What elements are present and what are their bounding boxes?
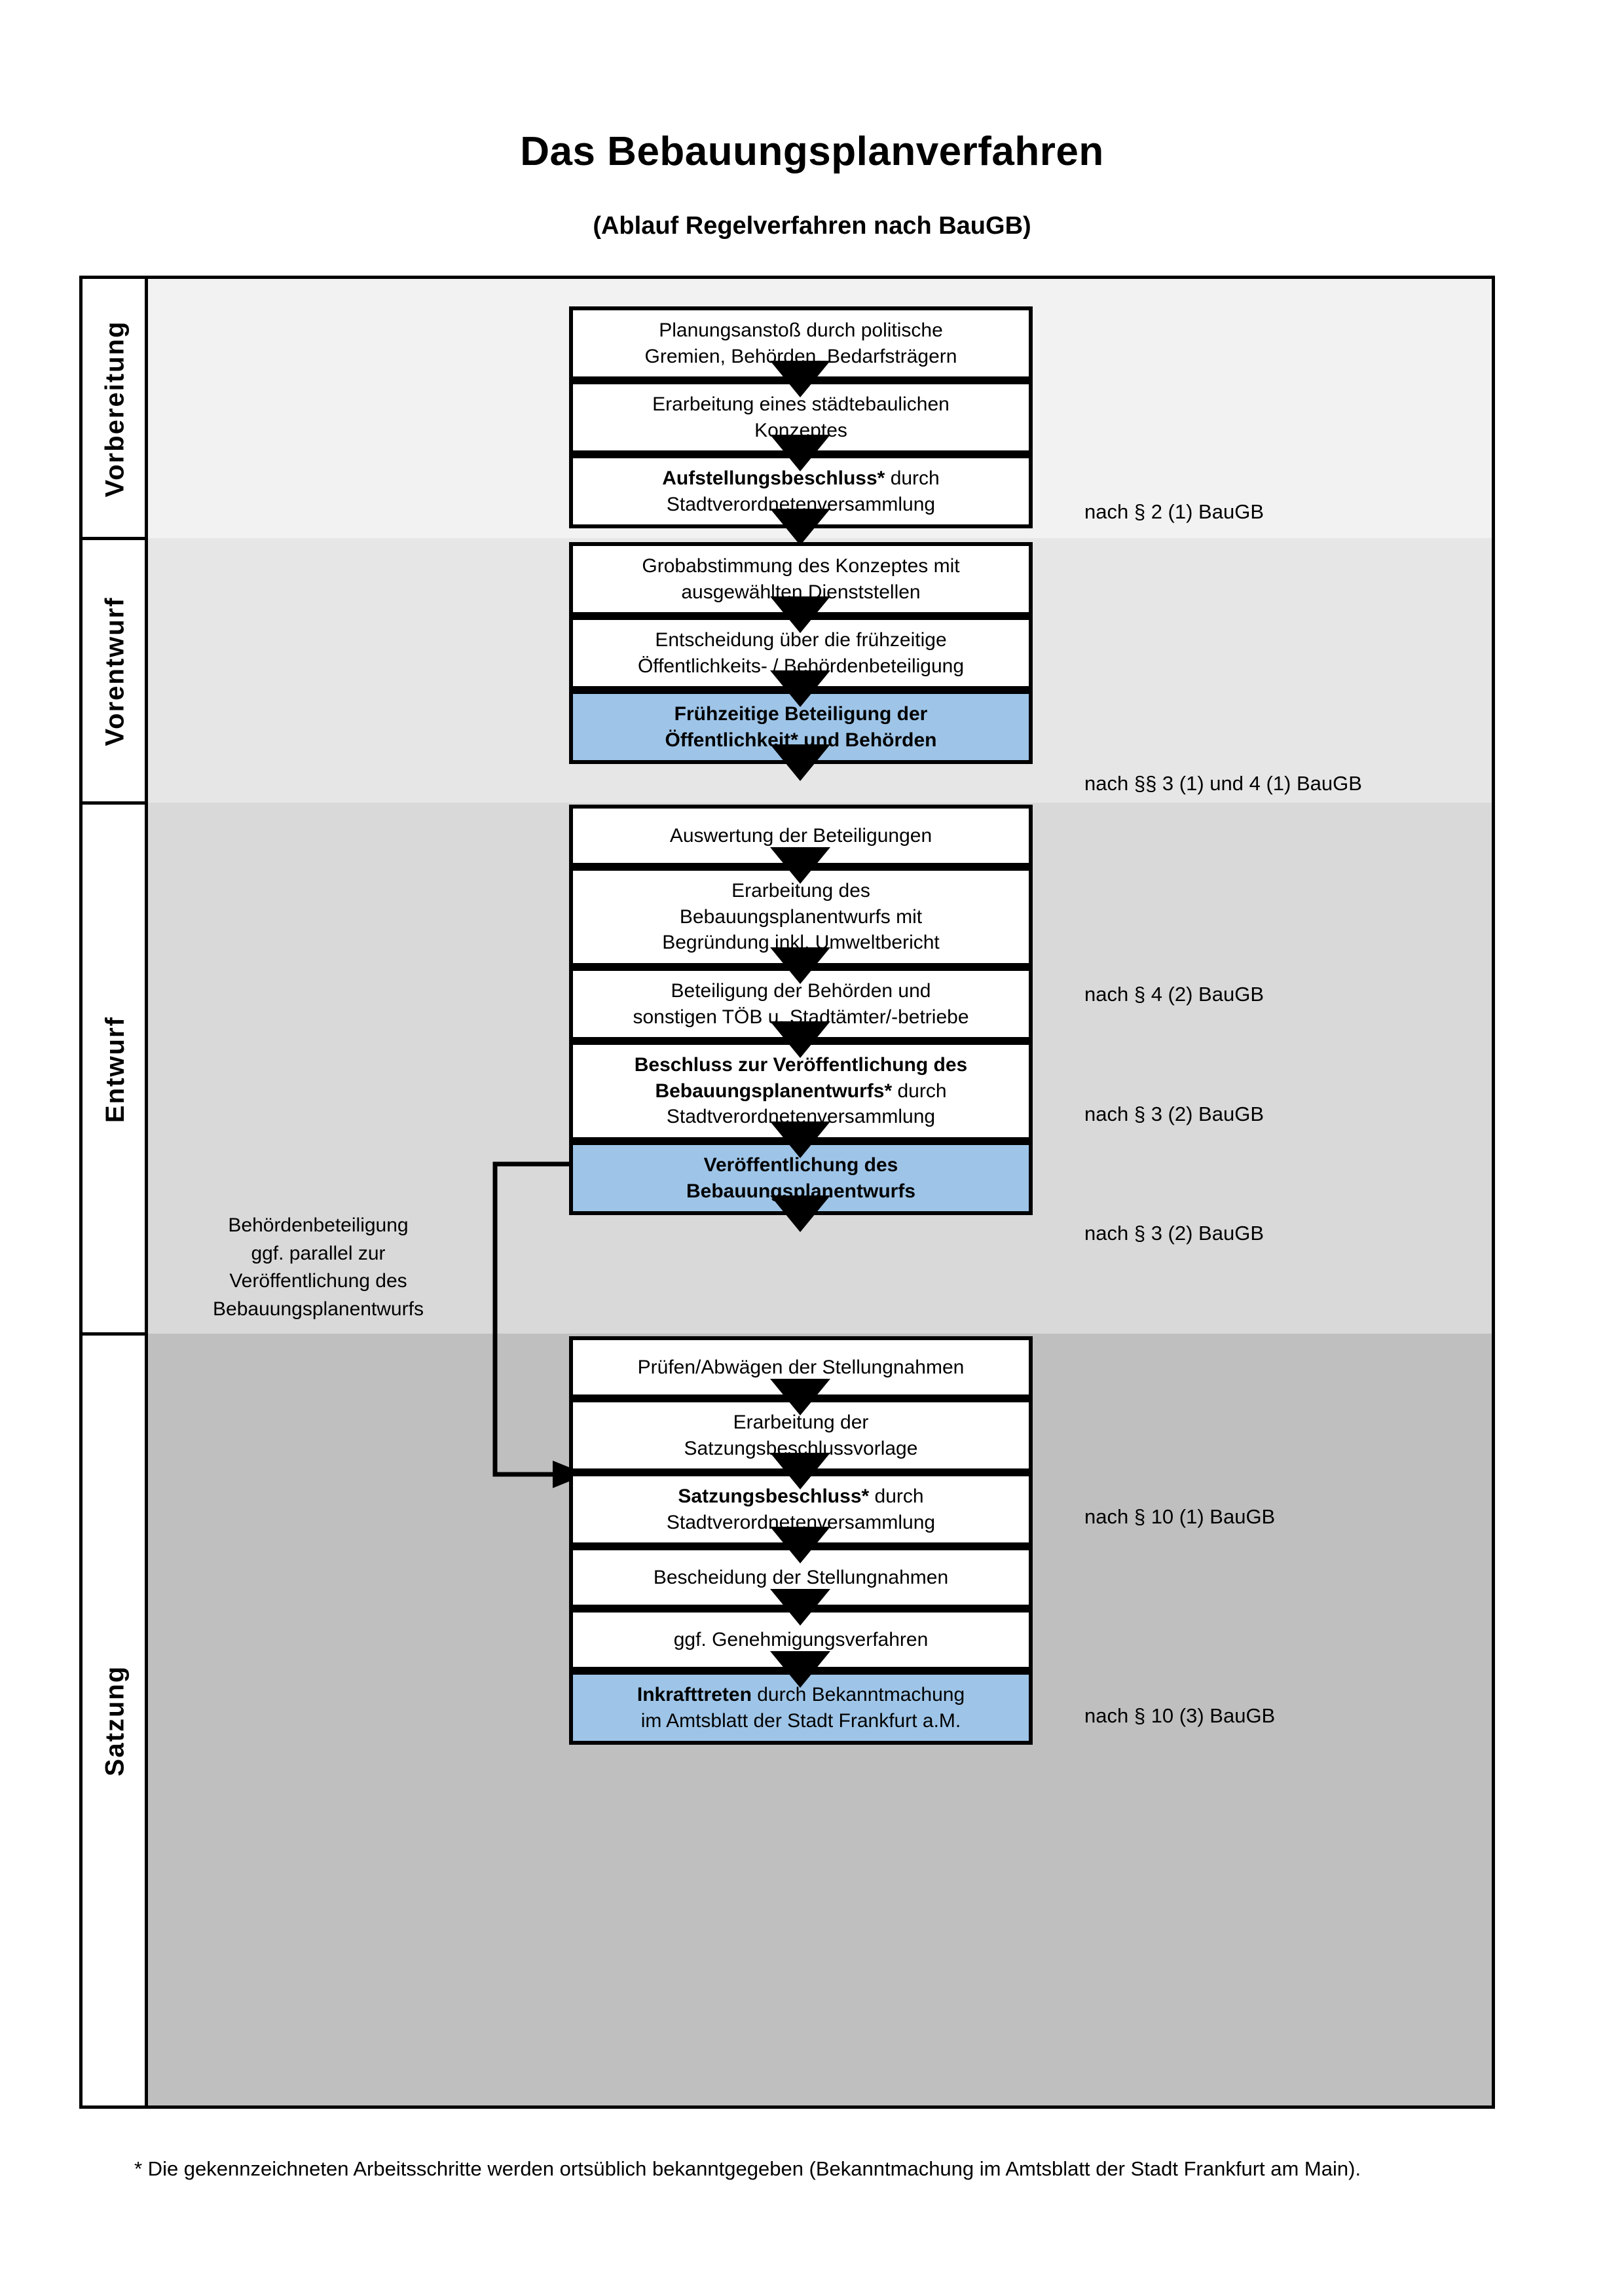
legal-note-par-3-4-1: nach §§ 3 (1) und 4 (1) BauGB <box>1084 772 1362 795</box>
step-text: Inkrafttreten durch Bekanntmachung im Am… <box>637 1683 965 1732</box>
side-annotation-line: Behördenbeteiligung <box>228 1214 409 1236</box>
flow-arrow-down <box>770 1527 830 1563</box>
phase-divider-1 <box>83 537 148 540</box>
phase-label-vorbereitung: Vorbereitung <box>100 320 130 497</box>
phase-label-entwurf: Entwurf <box>100 1015 130 1123</box>
legal-note-par-10-3: nach § 10 (3) BauGB <box>1084 1704 1276 1727</box>
step-text: Erarbeitung des Bebauungsplanentwurfs mi… <box>662 880 940 954</box>
flow-arrow-down <box>770 361 830 397</box>
page-title: Das Bebauungsplanverfahren <box>520 129 1104 174</box>
flow-arrow-down <box>770 847 830 884</box>
flow-arrow-down <box>770 596 830 633</box>
step-text: Auswertung der Beteiligungen <box>669 824 932 847</box>
legal-note-par-3-2-b: nach § 3 (2) BauGB <box>1084 1222 1264 1245</box>
legal-note-par-3-2-a: nach § 3 (2) BauGB <box>1084 1102 1264 1125</box>
page-subtitle: (Ablauf Regelverfahren nach BauGB) <box>593 212 1031 240</box>
legal-note-par-10-1: nach § 10 (1) BauGB <box>1084 1505 1276 1528</box>
step-pruefen-abwaegen[interactable]: Prüfen/Abwägen der Stellungnahmen <box>569 1336 1033 1398</box>
step-text: Bescheidung der Stellungnahmen <box>653 1566 949 1588</box>
side-annotation-line: Veröffentlichung des <box>229 1270 407 1292</box>
step-text-tail: durch <box>890 467 940 489</box>
flow-arrow-down <box>770 1651 830 1688</box>
flow-arrow-down <box>770 1195 830 1232</box>
flow-arrow-down <box>770 509 830 545</box>
legal-note-par-4-2: nach § 4 (2) BauGB <box>1084 983 1264 1006</box>
phase-label-satzung: Satzung <box>100 1665 130 1776</box>
step-text: Beschluss zur Veröffentlichung des Bebau… <box>634 1054 968 1128</box>
flow-arrow-down <box>770 744 830 781</box>
step-text: Frühzeitige Beteiligung der Öffentlichke… <box>665 702 937 751</box>
step-text: Prüfen/Abwägen der Stellungnahmen <box>637 1356 965 1378</box>
phase-label-column: Vorbereitung Vorentwurf Entwurf Satzung <box>83 279 148 2105</box>
side-annotation-behoerdenbeteiligung: Behördenbeteiligung ggf. parallel zur Ve… <box>171 1212 466 1323</box>
phase-divider-3 <box>83 1332 148 1336</box>
flow-arrow-down <box>770 670 830 707</box>
phase-divider-2 <box>83 801 148 805</box>
flowchart-frame: Vorbereitung Vorentwurf Entwurf Satzung … <box>79 276 1495 2109</box>
legal-note-par-2: nach § 2 (1) BauGB <box>1084 500 1264 523</box>
step-text: ggf. Genehmigungsverfahren <box>673 1628 929 1650</box>
phase-label-vorentwurf: Vorentwurf <box>100 596 130 746</box>
flow-arrow-down <box>770 1121 830 1158</box>
side-annotation-line: Bebauungsplanentwurfs <box>213 1298 424 1320</box>
flow-arrow-down <box>770 947 830 984</box>
flow-arrow-down <box>770 1453 830 1489</box>
flow-arrow-down <box>770 1589 830 1626</box>
side-annotation-line: ggf. parallel zur <box>251 1242 386 1264</box>
flow-arrow-down <box>770 1021 830 1058</box>
footnote: * Die gekennzeichneten Arbeitsschritte w… <box>134 2157 1361 2180</box>
flow-arrow-down <box>770 435 830 471</box>
flow-arrow-down <box>770 1379 830 1415</box>
